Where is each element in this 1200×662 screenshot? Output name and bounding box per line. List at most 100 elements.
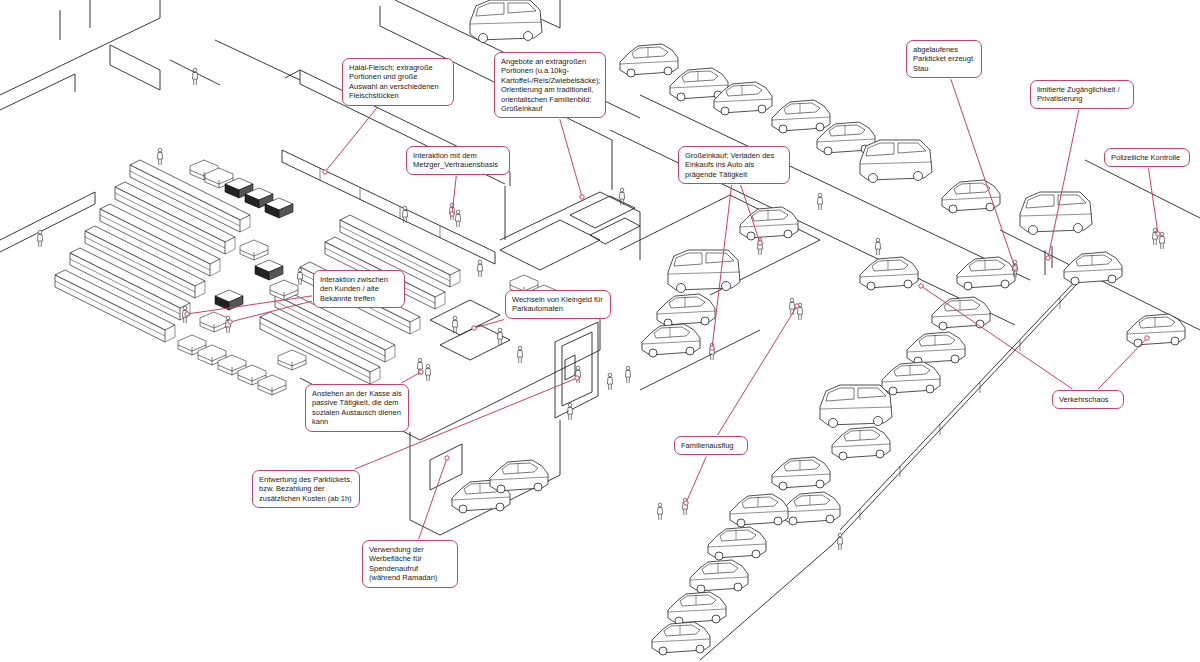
person <box>817 193 822 210</box>
callout-text: Verkehrschaos <box>1059 395 1117 404</box>
leader-line <box>741 185 760 243</box>
leader-dot <box>1145 336 1149 340</box>
pallet <box>240 240 268 260</box>
callout-text: Interaktion mit dem Metzger_Vertrauensba… <box>413 151 503 170</box>
leader-line <box>187 296 312 314</box>
pallet <box>255 260 283 280</box>
person <box>757 238 762 255</box>
car <box>714 82 772 115</box>
ticket-machine <box>565 355 575 380</box>
car <box>860 140 932 183</box>
leader-line <box>686 456 706 503</box>
leader-dot <box>185 312 189 316</box>
lot-edge <box>610 130 1015 325</box>
car <box>657 294 715 327</box>
car <box>1020 192 1092 235</box>
leader-line <box>1098 338 1147 389</box>
car <box>782 492 840 525</box>
building-walls <box>0 0 640 535</box>
people <box>37 68 1164 550</box>
shelf <box>260 312 380 384</box>
parking-machine-door <box>555 322 598 418</box>
leader-line <box>718 306 797 435</box>
leader-dot <box>323 170 327 174</box>
leader-dot <box>580 195 584 199</box>
wall <box>500 192 640 260</box>
person <box>192 68 197 85</box>
leader-dot <box>445 456 449 460</box>
car <box>708 527 766 560</box>
leader-line <box>951 79 1015 268</box>
callout-box: Interaktion mit dem Metzger_Vertrauensba… <box>406 146 510 175</box>
person <box>789 298 794 315</box>
callout-box: Entwertung des Parktickets, bzw. Bezahlu… <box>252 470 360 508</box>
shelf <box>55 270 175 342</box>
car <box>942 180 1000 213</box>
leader-line <box>1149 168 1159 234</box>
person <box>517 346 522 363</box>
leader-line <box>230 301 312 322</box>
callout-text: Halal-Fleisch; extragroße Portionen und … <box>349 63 447 101</box>
leader-dot <box>710 346 714 350</box>
cars <box>452 0 1185 655</box>
leader-dot <box>575 376 579 380</box>
person <box>402 206 407 223</box>
car <box>652 622 710 655</box>
car <box>620 44 678 77</box>
person <box>452 316 457 333</box>
car <box>772 100 830 133</box>
callout-box: Familienausflug <box>674 436 748 455</box>
callout-box: Verkehrschaos <box>1052 390 1124 409</box>
callout-text: Entwertung des Parktickets, bzw. Bezahlu… <box>259 475 353 503</box>
callout-box: Angebote an extragroßen Portionen (u.a.1… <box>494 52 606 118</box>
leader-line <box>452 176 456 214</box>
car <box>642 324 700 357</box>
callout-box: Wechseln von Kleingeld für Parkautomaten <box>505 290 611 319</box>
car <box>740 207 798 240</box>
barrier <box>1045 246 1052 275</box>
person <box>607 373 612 390</box>
leader-line <box>419 458 447 539</box>
pallet <box>258 375 286 395</box>
person <box>425 364 430 381</box>
car <box>957 257 1015 290</box>
callout-text: Familienausflug <box>681 441 741 450</box>
leader-line <box>474 320 504 328</box>
callout-box: Verwendung der Werbefläche für Spendenau… <box>362 540 458 588</box>
leader-line <box>712 185 732 348</box>
person <box>455 210 460 227</box>
person <box>497 328 502 345</box>
display-table <box>570 196 640 244</box>
callout-box: Interaktion zwischen den Kunden / alte B… <box>313 270 405 308</box>
wall <box>0 74 75 110</box>
person <box>417 358 422 375</box>
callout-text: Anstehen an der Kasse als passive Tätigk… <box>312 389 402 427</box>
shelves <box>55 160 460 384</box>
callout-text: Großeinkauf; Verladen des Einkaufs ins A… <box>685 151 783 179</box>
person <box>567 403 572 420</box>
car <box>832 427 890 460</box>
car <box>772 457 830 490</box>
leader-dot <box>1046 256 1050 260</box>
car <box>490 460 548 493</box>
leader-dot <box>795 304 799 308</box>
callout-box: Halal-Fleisch; extragroße Portionen und … <box>342 58 454 106</box>
display-table <box>500 220 600 270</box>
person <box>682 498 687 515</box>
person <box>477 260 482 277</box>
pallet <box>270 280 298 300</box>
leader-line <box>401 372 421 383</box>
person <box>875 238 880 255</box>
car <box>470 0 542 43</box>
leader-line <box>921 286 1072 389</box>
car <box>882 362 940 395</box>
person <box>449 203 454 220</box>
callout-text: Polizeiliche Kontrolle <box>1111 153 1183 162</box>
shelf-unit <box>110 40 300 90</box>
road-edge <box>1085 160 1200 218</box>
leader-dot <box>758 241 762 245</box>
car <box>820 385 892 428</box>
callout-text: Interaktion zwischen den Kunden / alte B… <box>320 275 398 303</box>
